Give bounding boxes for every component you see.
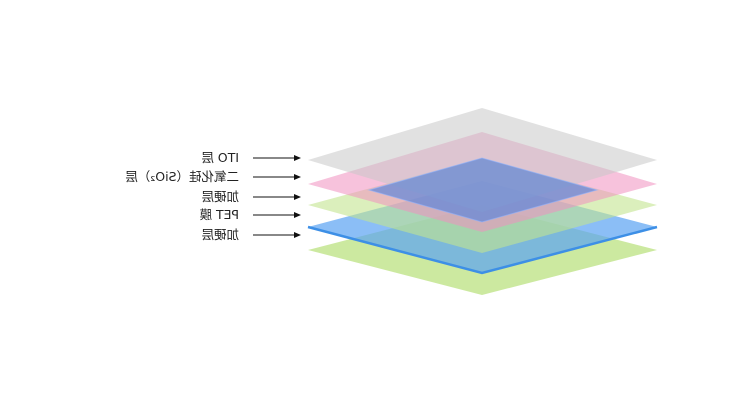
pet-film-label: PET 膜 — [199, 207, 239, 222]
sio2-label: 二氧化硅（SiO₂）层 — [125, 169, 239, 184]
mirrored-content: ITO 层 二氧化硅（SiO₂）层 加硬层 PET 膜 加硬层 — [125, 108, 658, 295]
hardcoat-bottom-label: 加硬层 — [201, 227, 239, 242]
pet-film-edge — [307, 225, 658, 275]
hardcoat-top-label: 加硬层 — [201, 189, 239, 204]
inner-electrode-panel — [367, 157, 599, 223]
ito-label: ITO 层 — [201, 150, 239, 165]
